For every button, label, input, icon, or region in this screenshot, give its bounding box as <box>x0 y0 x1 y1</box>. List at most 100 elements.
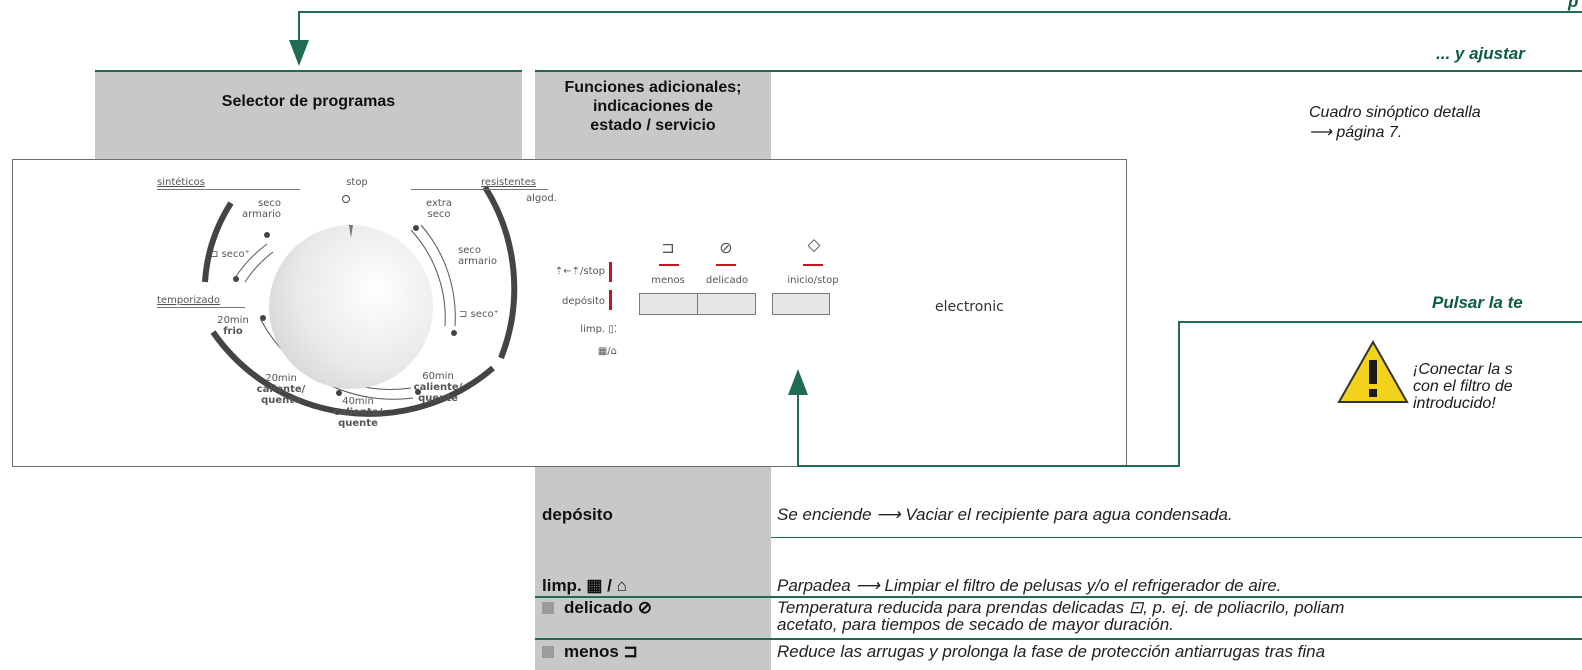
warning-icon <box>1337 340 1409 403</box>
dial-text: seco <box>427 209 451 220</box>
additional-functions-header: Funciones adicionales; indicaciones de e… <box>535 70 771 160</box>
indicator-deposit-label: depósito <box>562 296 605 307</box>
brand-label: electronic <box>935 299 1004 315</box>
row-label-less-text: menos <box>564 642 619 661</box>
dial-label-60-caliente: 60min caliente/ quente <box>413 371 463 404</box>
row-text-delicate-line2: acetato, para tiempos de secado de mayor… <box>777 615 1174 634</box>
heading-fragment: p <box>1568 0 1579 11</box>
arrow-down-icon <box>289 40 309 66</box>
connector-horizontal <box>1178 321 1582 323</box>
indicator-filter-label: ▦/⌂ <box>597 346 617 357</box>
dial-label-resistant: resistentes <box>481 177 536 188</box>
start-stop-button[interactable] <box>772 293 830 315</box>
dial-text: 20min <box>265 373 297 384</box>
indicator-deposit-led <box>609 290 612 310</box>
iron-icon: ⊐ <box>459 309 468 320</box>
dial-text: armario <box>458 256 497 267</box>
row-text-clean: Parpadea ⟶ Limpiar el filtro de pelusas … <box>777 576 1282 595</box>
dial-text: extra <box>425 198 453 209</box>
dial-label-seco-plus-left: ⊐ seco⁺ <box>210 249 250 260</box>
row-label-less: menos ⊐ <box>542 642 638 662</box>
row-text-less: Reduce las arrugas y prolonga la fase de… <box>777 642 1326 661</box>
dial-underline <box>411 189 548 190</box>
divider-line <box>95 70 522 72</box>
dial-text: caliente/ <box>333 407 383 418</box>
dial-label-stop: stop <box>346 177 368 188</box>
bullet-square <box>542 602 554 614</box>
overview-line1: Cuadro sinóptico detalla <box>1309 104 1481 121</box>
dial-label-seco-plus-right: ⊐ seco⁺ <box>459 309 499 320</box>
indicator-clean-label: limp. ▯⁚ <box>525 324 617 335</box>
connector-line-down <box>298 11 300 41</box>
dial-label-cotton: algod. <box>526 193 557 204</box>
row-label-deposit: depósito <box>542 505 613 524</box>
program-selector-header: Selector de programas <box>95 70 522 160</box>
arrow-up-icon <box>788 369 808 395</box>
dial-text: armario <box>242 209 281 220</box>
additional-functions-line3: estado / servicio <box>590 117 716 134</box>
connector-vertical-right <box>1178 321 1180 466</box>
row-label-clean: limp. ▦ / ⌂ <box>542 576 627 595</box>
dial-text: quente <box>261 395 301 406</box>
program-selector-title: Selector de programas <box>221 93 396 110</box>
delicate-label: delicado <box>705 275 749 286</box>
row-divider <box>535 638 1582 640</box>
iron-icon: ⊐ <box>210 249 219 260</box>
connector-vertical-left <box>797 395 799 467</box>
dial-text: seco <box>458 245 481 256</box>
dial-text: caliente/ <box>413 382 463 393</box>
indicator-clean-text: limp. <box>580 324 606 335</box>
connector-bottom <box>797 465 1180 467</box>
dial-label-synthetic: sintéticos <box>157 177 205 188</box>
start-stop-icon: ◇ <box>807 235 821 255</box>
start-stop-indicator <box>803 264 823 266</box>
row-text-delicate: Temperatura reducida para prendas delica… <box>777 599 1344 633</box>
row-divider <box>771 537 1582 538</box>
dial-text: caliente/ <box>256 384 306 395</box>
less-label: menos <box>651 275 685 286</box>
dial-text: 60min <box>422 371 454 382</box>
additional-functions-line1: Funciones adicionales; <box>564 79 742 96</box>
blink-icon: ▯⁚ <box>608 324 617 335</box>
iron-icon: ⊐ <box>623 642 638 661</box>
row-label-delicate-text: delicado <box>564 598 633 617</box>
heading-press: Pulsar la te <box>1432 293 1523 312</box>
dial-underline <box>157 307 245 308</box>
overview-line2: ⟶ página 7. <box>1309 124 1403 141</box>
dial-label-seco-armario-right: seco armario <box>458 245 497 267</box>
dial-text: 40min <box>342 396 374 407</box>
warning-line2: con el filtro de <box>1413 378 1513 395</box>
dial-graphic <box>202 185 518 417</box>
indicator-anticrease-led <box>609 262 612 282</box>
dial-text: 20min <box>217 315 249 326</box>
bullet-square <box>542 646 554 658</box>
dial-text: seco⁺ <box>470 309 499 320</box>
row-label-delicate: delicado ⊘ <box>542 598 652 618</box>
dial-label-extra-seco: extra seco <box>419 198 459 220</box>
dial-text: quente <box>418 393 458 404</box>
less-button[interactable] <box>639 293 698 315</box>
less-icon: ⊐ <box>661 238 675 257</box>
dial-text: frio <box>223 326 243 337</box>
delicate-icon: ⊘ <box>719 238 733 257</box>
dial-label-20-caliente: 20min caliente/ quente <box>256 373 306 406</box>
indicator-anticrease-label: ⇡←⇡/stop <box>554 266 605 277</box>
additional-functions-line2: indicaciones de <box>592 98 714 115</box>
warning-text: ¡Conectar la s con el filtro de introduc… <box>1413 361 1513 412</box>
row-text-delicate-line1: Temperatura reducida para prendas delica… <box>777 598 1345 617</box>
row-divider <box>535 596 1582 598</box>
connector-line-top <box>298 11 1582 13</box>
dial-text: seco <box>258 198 281 209</box>
control-panel: sintéticos stop resistentes algod. seco … <box>12 159 1127 467</box>
delicate-button[interactable] <box>697 293 756 315</box>
row-text-deposit: Se enciende ⟶ Vaciar el recipiente para … <box>777 505 1233 524</box>
dial-underline <box>157 189 300 190</box>
delicate-icon: ⊘ <box>637 598 652 617</box>
dial-label-timed: temporizado <box>157 295 221 306</box>
delicate-indicator <box>716 264 736 266</box>
heading-adjust: ... y ajustar <box>1436 44 1525 63</box>
warning-line3: introducido! <box>1413 395 1496 412</box>
overview-text: Cuadro sinóptico detalla ⟶ página 7. <box>1309 103 1481 143</box>
grey-column-lower <box>535 465 771 670</box>
start-stop-label: inicio/stop <box>787 275 839 286</box>
